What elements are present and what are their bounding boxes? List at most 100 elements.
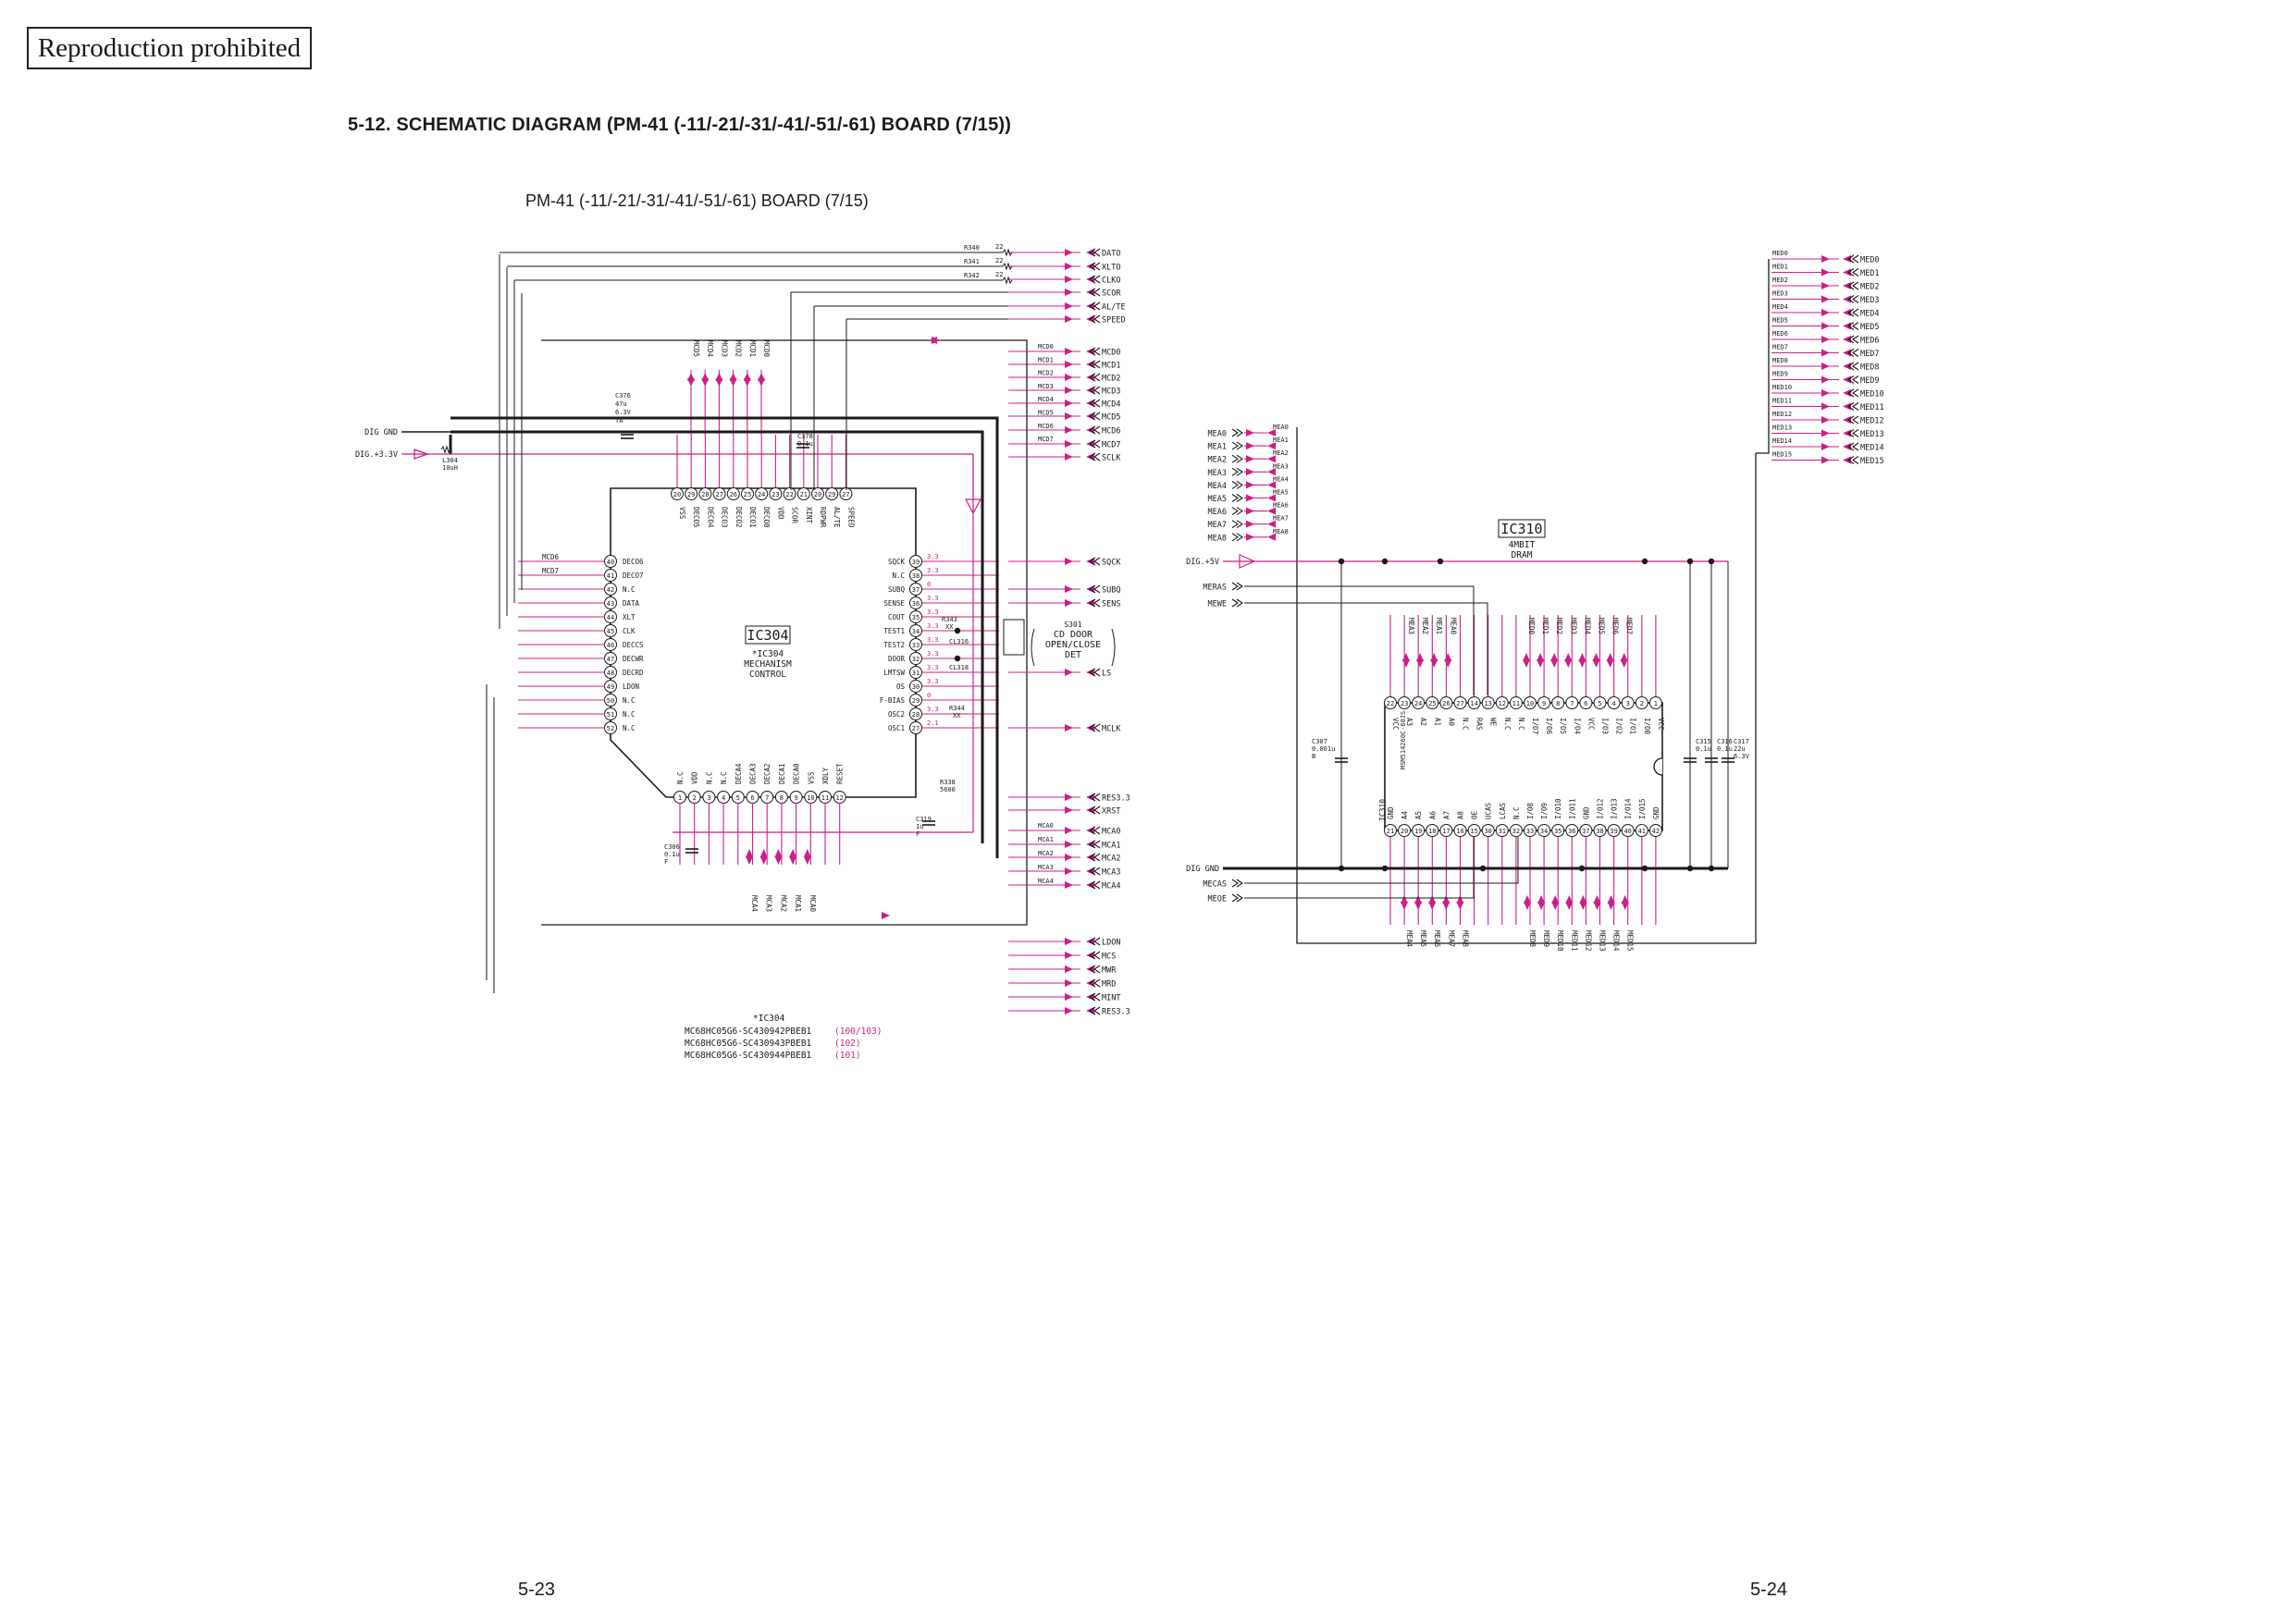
pin-number: 23 (772, 491, 779, 498)
pin-number: 41 (1638, 828, 1646, 835)
resistor-R342 (1002, 276, 1013, 285)
signal-arrow (1537, 659, 1545, 668)
output-connector: AL/TE (1102, 303, 1126, 313)
connector-arrow (1089, 965, 1096, 974)
ic310-bottom-pin-name: I/O15 (1638, 798, 1647, 819)
pin-voltage: 3.3 (927, 650, 939, 658)
ic310-top-pin (1384, 696, 1397, 709)
ic310-top-bus-label: MEA2 (1421, 618, 1429, 634)
pin-number: 20 (814, 491, 821, 498)
signal-arrow (759, 849, 768, 857)
ic310-top-pin-name: N.C (1462, 718, 1470, 731)
signal-arrow (1821, 322, 1830, 330)
signal-arrow (1821, 402, 1830, 411)
signal-arrow (1579, 895, 1587, 904)
ic310-top-pin-name: N.C (1517, 718, 1525, 731)
ic310-top-bus-label: MED3 (1569, 618, 1577, 634)
signal-arrow (1065, 263, 1073, 270)
signal-arrow (1246, 455, 1254, 463)
pin-number: 2 (1640, 700, 1644, 707)
connector-arrow (1847, 362, 1855, 371)
pin-number: 43 (607, 600, 614, 608)
junction-dot (1578, 865, 1586, 872)
pin-number: 42 (607, 586, 614, 594)
connector-arrow (1847, 281, 1855, 290)
page-number-right: 5-24 (1750, 1580, 1788, 1600)
pin-number: 5 (736, 794, 740, 802)
ic304-left-pin-name: DECO6 (623, 558, 644, 566)
wire (1244, 837, 1519, 884)
ic310-bottom-pin-name: A4 (1401, 810, 1409, 819)
junction-dot (1381, 865, 1389, 872)
signal-arrow (1065, 881, 1073, 889)
wire (1244, 837, 1475, 899)
connector-arrow (1089, 1006, 1096, 1015)
pin-number: 20 (1401, 828, 1408, 835)
ic304-left-pin-name: DECWR (623, 655, 644, 663)
ic304-top-pin (741, 487, 754, 500)
ic310-bottom-pin-name: I/O14 (1624, 798, 1633, 819)
c306-label: C306 (664, 843, 680, 851)
signal-arrow (1065, 440, 1073, 448)
r343-value: XX (945, 623, 954, 631)
connector-arrow (1847, 429, 1855, 437)
ic310-data-output: MED2 (1860, 283, 1879, 292)
signal-arrow (1550, 659, 1559, 668)
signal-arrow (1246, 507, 1254, 515)
pin-number: 7 (1570, 700, 1574, 707)
wire (1244, 585, 1475, 695)
ic304-bottom-pin-name: DECA0 (793, 763, 801, 784)
right-bus-label: MCA2 (1038, 850, 1054, 857)
ic304-right-pin-name: TEST2 (883, 641, 905, 649)
ic310-top-pin (1593, 696, 1607, 709)
ic304-right-pin-name: OSC1 (888, 724, 905, 732)
signal-arrow (1621, 895, 1629, 904)
signal-arrow (1821, 363, 1830, 370)
signal-arrow (1267, 520, 1276, 528)
output-connector: MCD4 (1102, 400, 1120, 410)
ic310-data-output: MED8 (1860, 363, 1879, 373)
ic310-top-pin (1467, 696, 1481, 709)
connector-arrow (1236, 879, 1243, 888)
connector-arrow (1847, 308, 1855, 317)
output-connector: CLKO (1102, 277, 1120, 286)
signal-arrow (1065, 669, 1073, 676)
signal-arrow (932, 337, 940, 344)
ic310-top-pin (1648, 696, 1662, 709)
connector-arrow (1089, 439, 1096, 449)
junction-dot (954, 627, 961, 634)
pin-number: 38 (912, 572, 920, 580)
connector-arrow (1847, 322, 1855, 330)
ic310-bottom-pin (1593, 824, 1607, 837)
output-connector: MCLK (1102, 725, 1121, 734)
output-connector: SPEED (1102, 316, 1126, 326)
junction-dot (1479, 865, 1487, 872)
pin-number: 49 (607, 683, 614, 691)
c376-label: C376 (615, 392, 631, 400)
board-title: PM-41 (-11/-21/-31/-41/-51/-61) BOARD (7… (525, 191, 869, 210)
ic304-right-pin (909, 694, 922, 707)
connector-arrow (1089, 301, 1096, 311)
signal-arrow (1843, 282, 1851, 289)
output-connector: MRD (1102, 980, 1116, 990)
signal-arrow (1843, 349, 1851, 357)
connector-arrow (1089, 805, 1096, 815)
signal-arrow (1246, 533, 1254, 541)
signal-arrow (1402, 653, 1410, 661)
pin-number: 39 (912, 559, 920, 566)
output-connector: MCA3 (1102, 868, 1120, 878)
ic304-ref: IC304 (747, 627, 788, 644)
signal-arrow (1065, 361, 1073, 368)
right-bus-label: MCD0 (1038, 343, 1054, 350)
resistor-ref: R340 (964, 244, 980, 252)
connector-arrow (1847, 335, 1855, 344)
signal-arrow (1246, 468, 1254, 476)
ic310-top-pin-name: I/O0 (1643, 718, 1651, 735)
connector-arrow (1236, 467, 1243, 476)
connector-arrow (1093, 668, 1101, 677)
ic304-description: MECHANISM (744, 659, 792, 670)
pin-number: 3 (707, 794, 710, 802)
capacitor-label: 0.001u (1312, 745, 1335, 753)
connector-arrow (1093, 412, 1101, 421)
